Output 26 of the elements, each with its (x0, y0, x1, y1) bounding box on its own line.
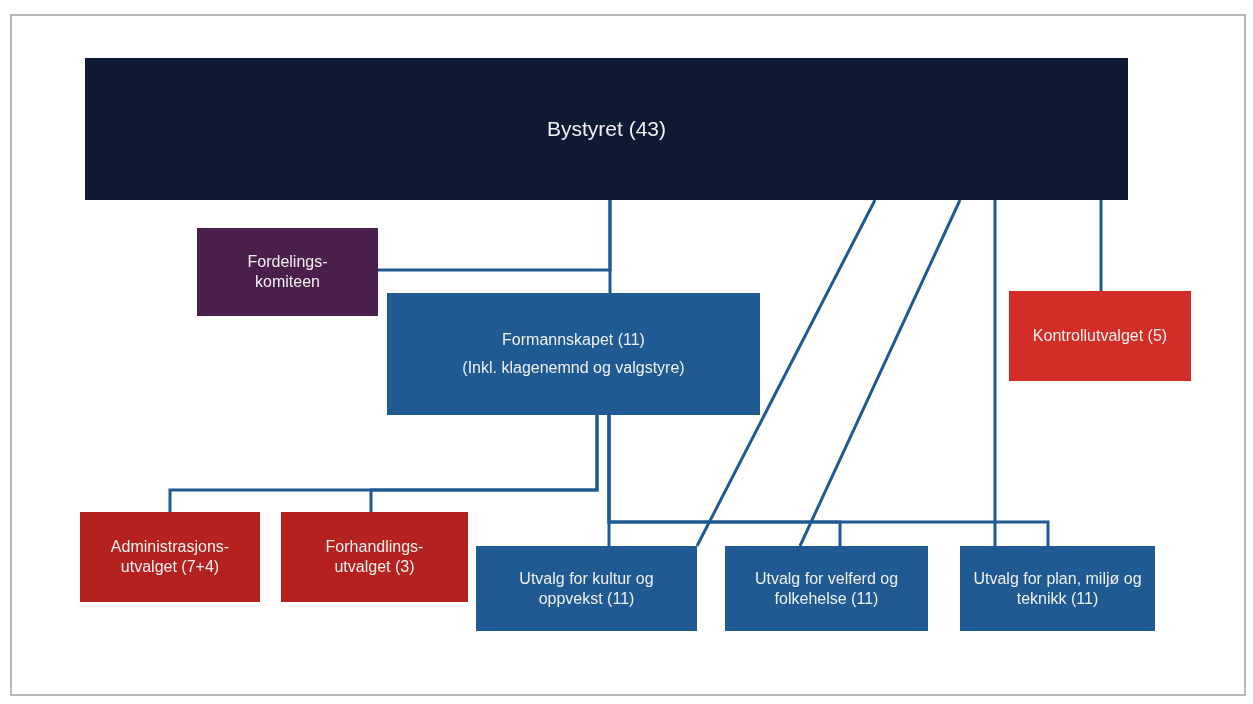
org-box (476, 546, 697, 631)
connector-line (798, 199, 962, 547)
org-box (85, 58, 1128, 200)
box-title: Administrasjons- utvalget (7+4) (109, 537, 231, 577)
box-title: Utvalg for kultur og oppvekst (11) (518, 568, 655, 609)
box-title: Utvalg for velferd og folkehelse (11) (753, 568, 900, 609)
box-title: Utvalg for plan, miljø og teknikk (11) (972, 568, 1143, 609)
connector-line (993, 200, 997, 546)
org-box (197, 228, 378, 316)
connector-line (695, 199, 877, 547)
box-subtitle: (Inkl. klagenemnd og valgstyre) (462, 358, 685, 378)
box-title: Bystyret (43) (547, 116, 666, 143)
box-title: Kontrollutvalget (5) (1032, 326, 1168, 346)
connector-line (607, 415, 1050, 546)
box-title: Forhandlings- utvalget (3) (324, 537, 425, 577)
org-box (1009, 291, 1191, 381)
org-box (960, 546, 1155, 631)
org-box (281, 512, 468, 602)
org-box (725, 546, 928, 631)
org-box (80, 512, 260, 602)
box-title: Formannskapet (11) (502, 330, 645, 350)
org-box (387, 293, 760, 415)
box-title: Fordelings- komiteen (246, 252, 329, 292)
connector-line (378, 200, 612, 272)
connector-line (1099, 200, 1103, 291)
connector-line (369, 415, 599, 512)
